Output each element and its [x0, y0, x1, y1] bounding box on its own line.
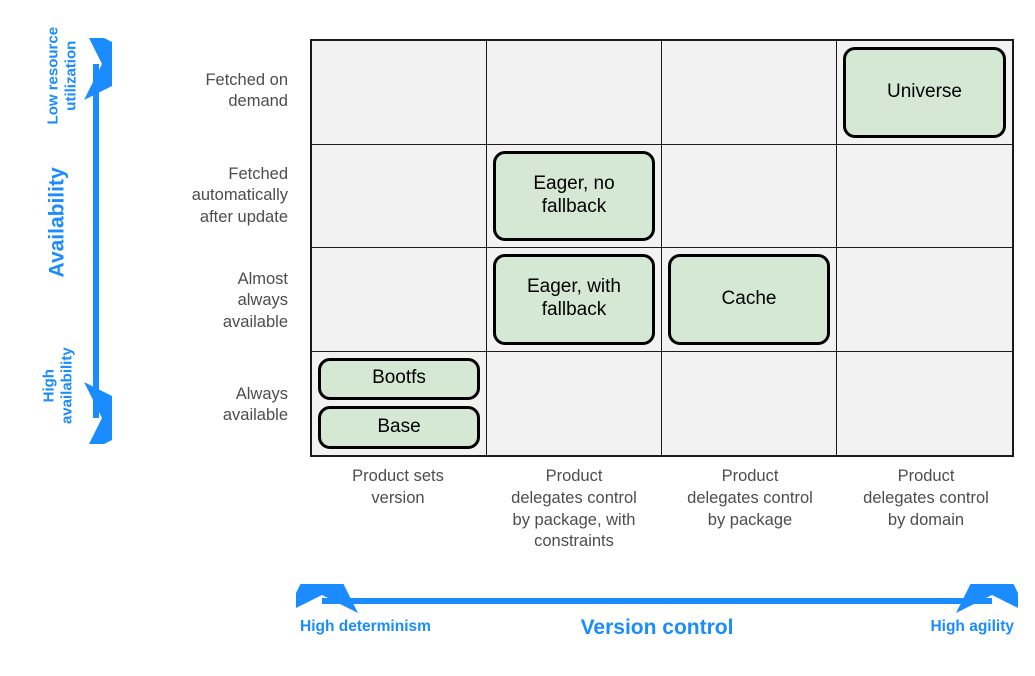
node-eager-with-fallback[interactable]: Eager, with fallback: [493, 254, 655, 345]
row-label-always-available: Always available: [222, 384, 288, 424]
row-label-fetched-automatically: Fetched automatically after update: [191, 165, 288, 226]
col-label-delegates-by-domain: Product delegates control by domain: [863, 467, 989, 529]
cell-r3-c1: [312, 248, 487, 352]
cell-r2-c4: [837, 145, 1012, 248]
version-control-axis-arrow: [296, 584, 1018, 613]
availability-axis: Low resource utilization Availability Hi…: [0, 0, 130, 470]
node-bootfs[interactable]: Bootfs: [318, 357, 480, 401]
cell-r4-c2: [487, 351, 662, 455]
node-base[interactable]: Base: [318, 406, 480, 449]
row-label-fetched-on-demand: Fetched on demand: [205, 70, 288, 110]
y-axis-main-label: Availability: [45, 167, 69, 278]
cell-r3-c4: [837, 248, 1012, 352]
version-control-axis: High determinism Version control High ag…: [296, 584, 1018, 654]
x-axis-left-label: High determinism: [300, 618, 431, 635]
cell-r1-c4: Universe: [837, 41, 1012, 145]
x-axis-right-label: High agility: [930, 618, 1014, 635]
cell-r4-c1: Bootfs Base: [312, 351, 487, 455]
cell-r4-c3: [662, 351, 837, 455]
row-label-almost-always-available: Almost always available: [222, 270, 288, 331]
column-label-row: Product sets version Product delegates c…: [310, 466, 1014, 553]
cell-r3-c2: Eager, with fallback: [487, 248, 662, 352]
availability-version-matrix: Universe Eager, no fallback Eager, with …: [310, 39, 1014, 457]
cell-r1-c2: [487, 41, 662, 145]
x-axis-main-label: Version control: [580, 616, 734, 639]
col-label-product-sets-version: Product sets version: [352, 467, 444, 507]
node-cache[interactable]: Cache: [668, 254, 830, 345]
cell-r4-c4: [837, 352, 1012, 456]
col-label-delegates-by-package-constraints: Product delegates control by package, wi…: [511, 467, 637, 551]
cell-r1-c1: [312, 41, 487, 145]
availability-axis-arrow: [84, 38, 112, 444]
cell-r2-c1: [312, 144, 487, 248]
row-label-column: Fetched on demand Fetched automatically …: [140, 39, 300, 457]
cell-r2-c3: [662, 144, 837, 248]
node-universe[interactable]: Universe: [843, 47, 1006, 138]
cell-r1-c3: [662, 41, 837, 145]
cell-r3-c3: Cache: [662, 248, 837, 352]
node-eager-no-fallback[interactable]: Eager, no fallback: [493, 150, 655, 241]
y-axis-bottom-label: High availability: [40, 347, 75, 425]
cell-r2-c2: Eager, no fallback: [487, 144, 662, 248]
col-label-delegates-by-package: Product delegates control by package: [687, 467, 813, 529]
